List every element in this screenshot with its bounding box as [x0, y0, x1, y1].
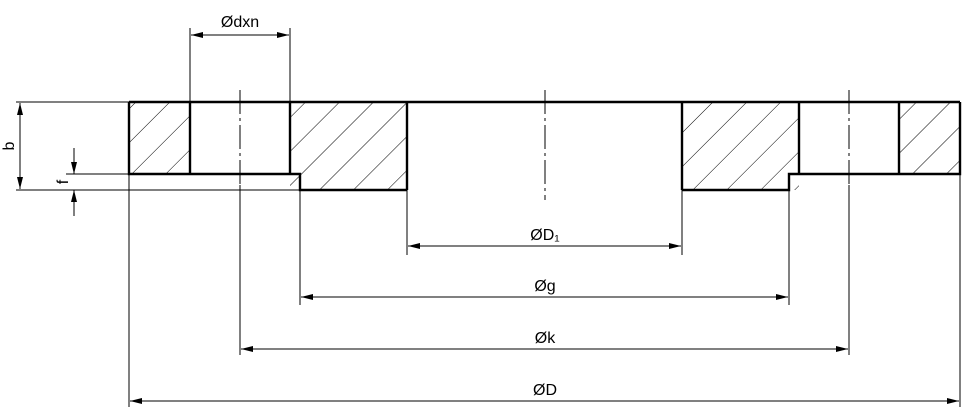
center-lines: [239, 90, 850, 200]
hatch-left-inner: [290, 102, 407, 190]
hatch-right-outer: [899, 102, 960, 174]
label-bore: ØD₁: [530, 227, 559, 244]
right-profile: [682, 102, 962, 192]
dimension-lines: [17, 32, 959, 404]
label-bolt-circle: Øk: [535, 330, 556, 347]
label-thickness: b: [1, 141, 18, 150]
label-raised-face-height: f: [55, 179, 72, 184]
hatch-right-inner: [682, 102, 799, 190]
dimension-labels: Ødxn b f ØD₁ Øg Øk ØD: [1, 14, 560, 399]
label-bolt-hole: Ødxn: [221, 14, 259, 31]
label-raised-face-dia: Øg: [534, 278, 555, 295]
hatched-sections: [129, 102, 960, 190]
extension-lines: [16, 28, 961, 407]
label-outer: ØD: [533, 382, 557, 399]
hatch-left-outer: [129, 102, 190, 174]
left-profile: [127, 102, 407, 192]
